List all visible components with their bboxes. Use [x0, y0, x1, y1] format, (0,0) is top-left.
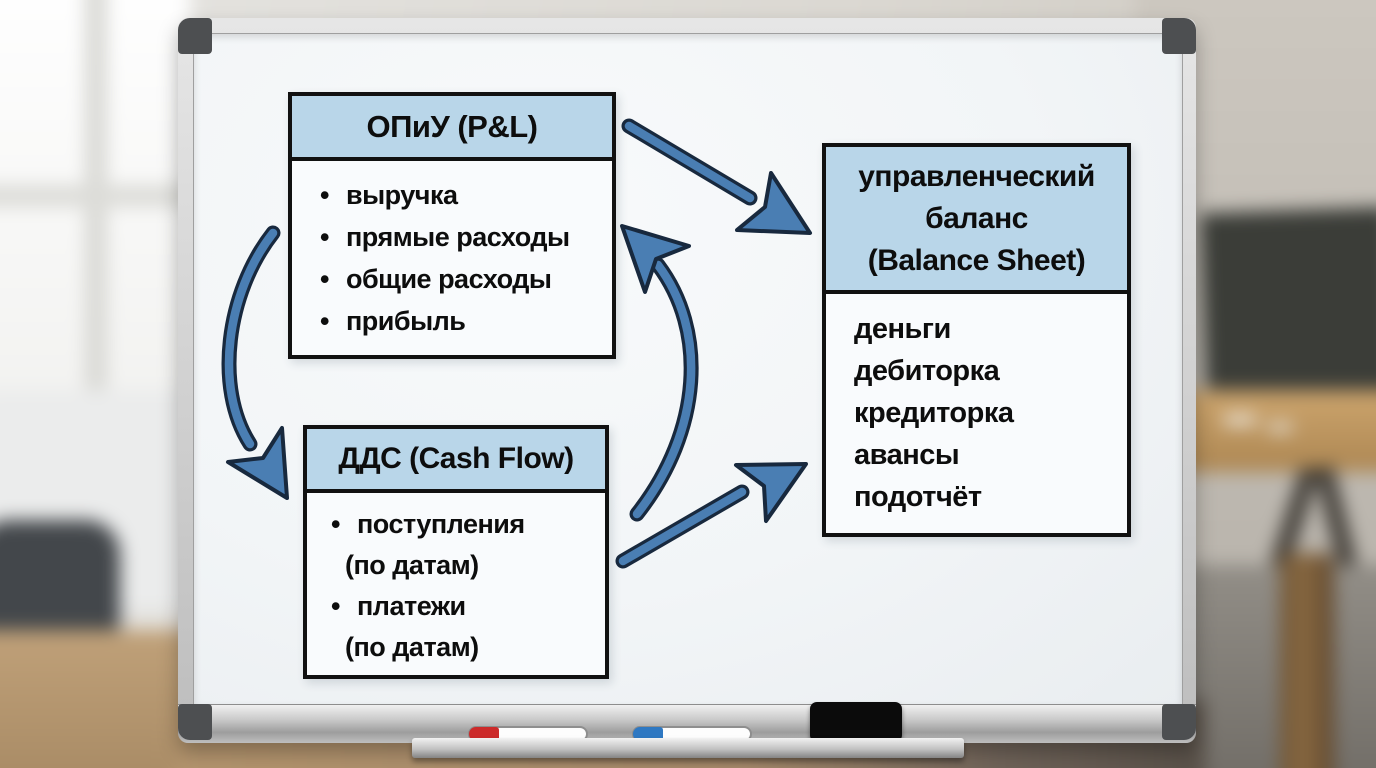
frame-corner-cap	[1162, 18, 1196, 54]
list-item: выручка	[312, 174, 612, 216]
marker-blue-cap	[633, 727, 663, 741]
box-balance-items: деньги дебиторка кредиторка авансы подот…	[826, 294, 1127, 518]
window-mullion-horizontal	[0, 185, 190, 207]
desk-item-blur	[1267, 423, 1293, 432]
list-item-continuation: (по датам)	[345, 632, 479, 662]
frame-corner-cap	[178, 18, 212, 54]
list-item: дебиторка	[854, 355, 1000, 387]
frame-corner-cap	[178, 704, 212, 740]
list-item: прибыль	[312, 300, 612, 342]
list-item: авансы	[854, 439, 960, 471]
window-mullion-vertical	[85, 0, 107, 445]
right-monitor-blur	[1199, 206, 1376, 399]
box-cashflow-header: ДДС (Cash Flow)	[307, 429, 605, 493]
box-cashflow: ДДС (Cash Flow) поступления (по датам) п…	[303, 425, 609, 679]
box-cashflow-items: поступления (по датам) платежи (по датам…	[307, 493, 605, 668]
list-item: платежи	[323, 586, 605, 627]
box-pnl: ОПиУ (P&L) выручка прямые расходы общие …	[288, 92, 616, 359]
list-item-continuation: (по датам)	[345, 550, 479, 580]
list-item: общие расходы	[312, 258, 612, 300]
frame-corner-cap	[1162, 704, 1196, 740]
box-pnl-title: ОПиУ (P&L)	[366, 108, 539, 144]
box-pnl-header: ОПиУ (P&L)	[292, 96, 612, 161]
list-item: деньги	[854, 313, 951, 345]
list-item: кредиторка	[854, 397, 1014, 429]
box-cashflow-title: ДДС (Cash Flow)	[338, 442, 574, 475]
box-balance-title-line: (Balance Sheet)	[867, 243, 1086, 277]
desk-item-blur	[1223, 415, 1257, 425]
list-item: поступления	[323, 504, 605, 545]
box-balance-header: управленческий баланс (Balance Sheet)	[826, 147, 1127, 294]
wood-table-leg	[1280, 553, 1334, 768]
box-balance-title-line: баланс	[925, 201, 1028, 235]
board-eraser	[810, 702, 902, 742]
box-balance-title-line: управленческий	[858, 159, 1095, 193]
box-pnl-items: выручка прямые расходы общие расходы при…	[292, 161, 612, 342]
marker-red-cap	[469, 727, 499, 741]
box-balance: управленческий баланс (Balance Sheet) де…	[822, 143, 1131, 537]
list-item: подотчёт	[854, 481, 982, 513]
marker-tray	[412, 738, 964, 758]
list-item: прямые расходы	[312, 216, 612, 258]
